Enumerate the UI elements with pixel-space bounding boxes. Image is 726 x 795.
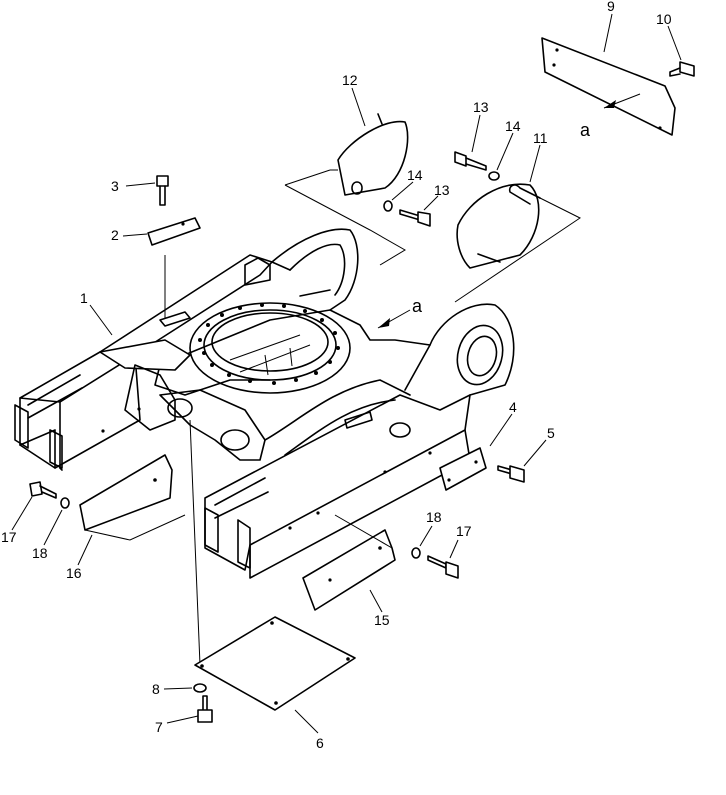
callout-2: 2: [111, 227, 119, 243]
callout-6: 6: [316, 735, 324, 751]
callout-10: 10: [656, 11, 672, 27]
track-frame: [14, 228, 515, 666]
view-arrow-lower: [377, 309, 411, 329]
leader-lines: [11, 13, 682, 734]
cover-plate-part-11: [454, 183, 581, 303]
plate-part-4: [439, 447, 487, 491]
bolt-part-3: [156, 175, 169, 206]
bolt-part-17-left: [29, 481, 57, 499]
washer-part-18-left: [60, 497, 70, 509]
washer-part-14-upper: [488, 171, 500, 181]
bolt-part-13-upper: [454, 151, 487, 171]
callout-13-lower: 13: [434, 182, 450, 198]
bolt-holes: [198, 303, 340, 385]
cover-part-9: [541, 37, 676, 136]
callout-11: 11: [533, 130, 548, 146]
under-cover-part-6: [194, 616, 356, 711]
callout-17-left: 17: [1, 529, 17, 545]
callout-14-lower: 14: [407, 167, 423, 183]
callout-8: 8: [152, 681, 160, 697]
bolt-part-13-lower: [399, 209, 431, 227]
callout-1: 1: [80, 290, 88, 306]
clip-part-2: [147, 217, 201, 327]
callout-labels: 1 2 3 4 5 6 7 8 9 10 11 12 13 13 14 14 1…: [1, 0, 672, 751]
view-marker-a-lower: a: [412, 296, 423, 316]
guard-part-16: [79, 454, 186, 541]
callout-3: 3: [111, 178, 119, 194]
view-arrow-upper: [603, 93, 641, 109]
washer-part-18-right: [411, 547, 421, 559]
callout-18-right: 18: [426, 509, 442, 525]
bolt-part-10: [669, 61, 695, 77]
washer-part-14-lower: [383, 200, 393, 212]
callout-5: 5: [547, 425, 555, 441]
bolt-part-5: [497, 465, 525, 483]
guard-part-15: [302, 514, 396, 611]
bolt-part-7: [197, 695, 213, 723]
callout-15: 15: [374, 612, 390, 628]
callout-13-upper: 13: [473, 99, 489, 115]
callout-9: 9: [607, 0, 615, 14]
callout-14-upper: 14: [505, 118, 521, 134]
callout-16: 16: [66, 565, 82, 581]
washer-part-8: [193, 683, 207, 693]
cover-plate-part-12: [284, 113, 409, 266]
bolt-part-17-right: [427, 555, 459, 579]
view-marker-a-upper: a: [580, 120, 591, 140]
callout-7: 7: [155, 719, 163, 735]
callout-12: 12: [342, 72, 358, 88]
callout-4: 4: [509, 399, 517, 415]
callout-17-right: 17: [456, 523, 472, 539]
callout-18-left: 18: [32, 545, 48, 561]
